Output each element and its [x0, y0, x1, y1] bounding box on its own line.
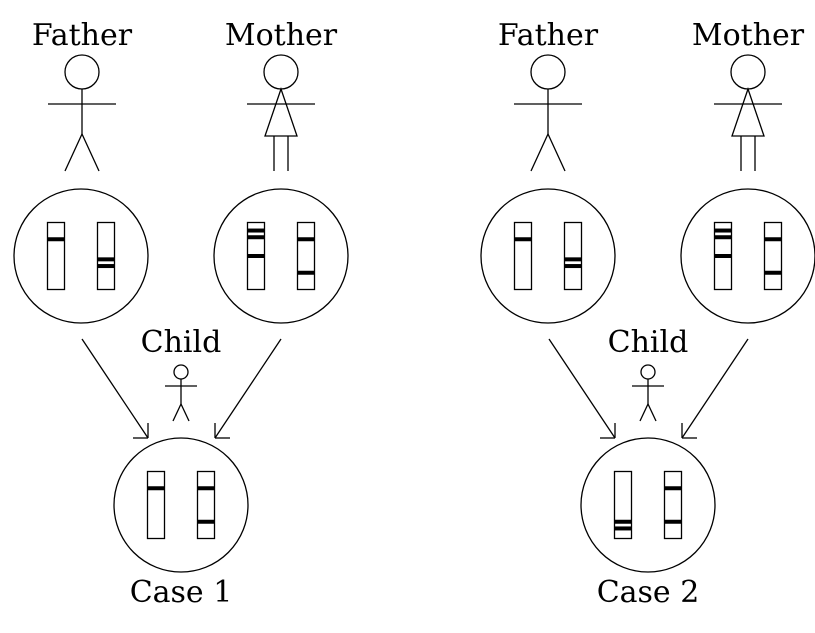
chromosome-band — [714, 228, 732, 233]
chromosome — [763, 221, 783, 291]
child-chromosomes — [146, 470, 216, 540]
chromosome — [146, 470, 166, 540]
case-1-label: Case 1 — [130, 575, 233, 610]
chromosome-band — [97, 264, 115, 269]
mother-cell-circle — [680, 188, 815, 324]
chromosome-band — [514, 237, 532, 242]
chromosome-band — [47, 237, 65, 242]
father-chromosomes — [513, 221, 583, 291]
chromosome-band — [197, 486, 215, 491]
father-cell-circle — [480, 188, 616, 324]
child-cell-circle — [580, 437, 716, 573]
chromosome-band — [564, 257, 582, 262]
chromosome — [296, 221, 316, 291]
father-to-child-arrow — [81, 338, 149, 439]
chromosome-band — [764, 237, 782, 242]
chromosome-band — [664, 519, 682, 524]
case-2-label: Case 2 — [597, 575, 700, 610]
mother-to-child-arrow — [214, 338, 282, 439]
chromosome-band — [564, 264, 582, 269]
mother-to-child-arrow — [681, 338, 749, 439]
mother-label: Mother — [225, 18, 338, 53]
chromosome-band — [147, 486, 165, 491]
child-label: Child — [608, 325, 689, 360]
chromosome — [46, 221, 66, 291]
father-to-child-arrow — [548, 338, 616, 439]
chromosome — [196, 470, 216, 540]
mother-label: Mother — [692, 18, 805, 53]
chromosome-band — [714, 254, 732, 258]
child-chromosomes — [613, 470, 683, 540]
mother-figure-icon — [247, 54, 315, 171]
father-figure-icon — [48, 54, 116, 172]
mother-cell-circle — [213, 188, 349, 324]
chromosome-band — [664, 486, 682, 491]
father-cell-circle — [13, 188, 149, 324]
case-2-group: Father Mother Child — [480, 18, 815, 610]
father-label: Father — [32, 18, 133, 53]
father-chromosomes — [46, 221, 116, 291]
chromosome — [663, 470, 683, 540]
chromosome-band — [97, 257, 115, 262]
chromosome — [563, 221, 583, 291]
chromosome-band — [247, 254, 265, 258]
child-cell-circle — [113, 437, 249, 573]
mother-chromosomes — [246, 221, 316, 291]
case-1-group: Father Mother Child — [13, 18, 349, 610]
child-figure-icon — [165, 364, 197, 422]
chromosome-band — [764, 270, 782, 275]
mother-figure-icon — [714, 54, 782, 171]
father-label: Father — [498, 18, 599, 53]
child-label: Child — [141, 325, 222, 360]
chromosome-band — [614, 526, 632, 531]
child-figure-icon — [632, 364, 664, 422]
chromosome-band — [714, 235, 732, 240]
chromosome-band — [614, 519, 632, 524]
chromosome-band — [247, 228, 265, 233]
chromosome-band — [297, 237, 315, 242]
chromosome-band — [197, 519, 215, 524]
chromosome-band — [297, 270, 315, 275]
father-figure-icon — [514, 54, 582, 172]
chromosome — [96, 221, 116, 291]
chromosome — [513, 221, 533, 291]
chromosome-band — [247, 235, 265, 240]
mother-chromosomes — [713, 221, 783, 291]
